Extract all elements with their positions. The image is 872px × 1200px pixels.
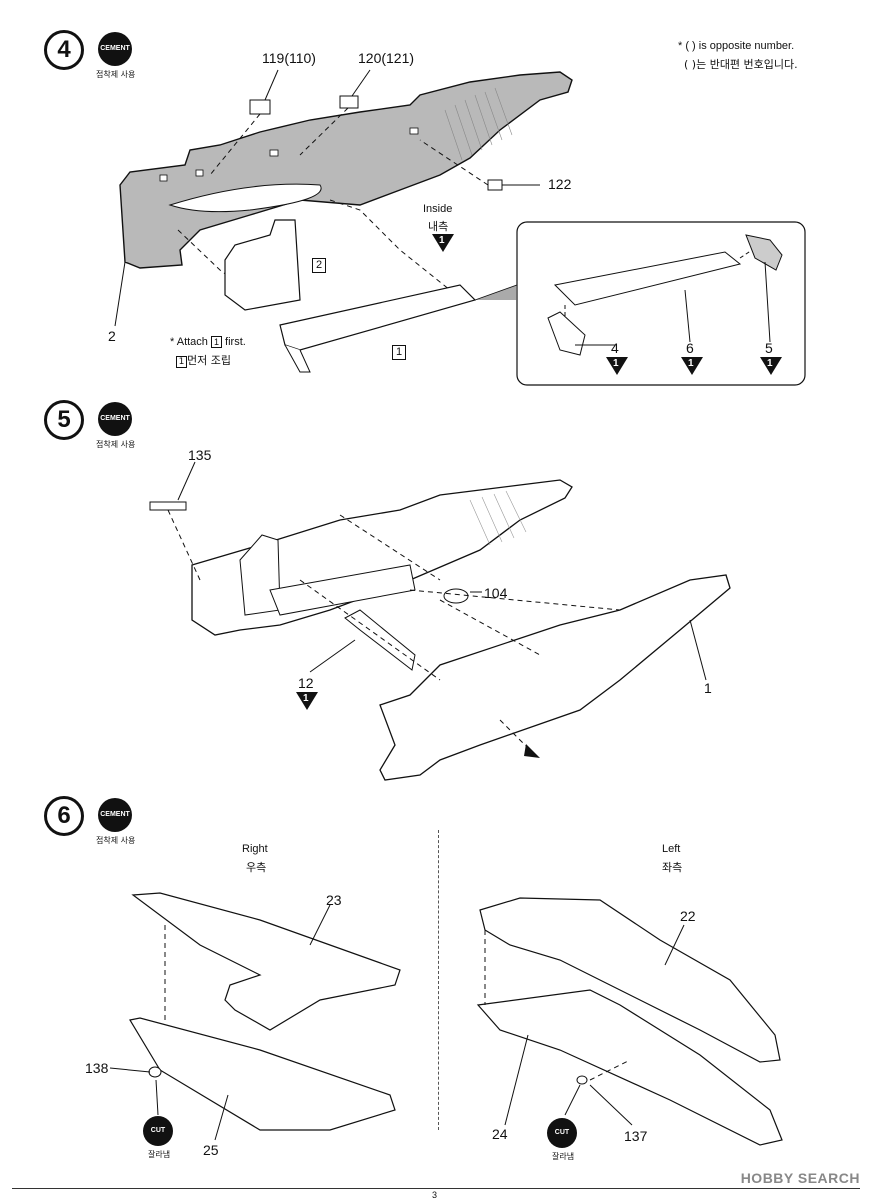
step-6-number: 6	[44, 796, 84, 836]
watermark-logo: HOBBY SEARCH	[740, 1170, 860, 1186]
part-label-120: 120(121)	[358, 50, 415, 66]
part-12	[344, 609, 416, 671]
inside-label-ko: 내측	[428, 220, 449, 233]
part-120	[339, 95, 359, 109]
part-label-119: 119(110)	[262, 50, 316, 66]
attach-note-en: * Attach 1 first.	[170, 336, 246, 348]
part-label-4: 4	[611, 340, 619, 356]
part-label-24: 24	[492, 1126, 508, 1142]
cut-icon: CUT	[547, 1118, 577, 1148]
part-label-1: 1	[704, 680, 712, 696]
part-label-25: 25	[203, 1142, 219, 1158]
part-label-22: 22	[680, 908, 696, 924]
part-122	[487, 179, 503, 191]
part-label-122: 122	[548, 176, 572, 192]
sub-assembly-1-box: 1	[392, 345, 406, 360]
footer-rule	[12, 1188, 860, 1189]
cockpit-interior	[224, 219, 301, 311]
part-label-23: 23	[326, 892, 342, 908]
cement-caption: 접착제 사용	[96, 836, 136, 845]
cut-caption: 잘라냄	[552, 1152, 575, 1161]
cement-caption: 접착제 사용	[96, 70, 136, 79]
part-label-12: 12	[298, 675, 314, 691]
part-138	[148, 1066, 162, 1078]
cement-icon: CEMENT	[98, 798, 132, 832]
right-label-en: Right	[242, 843, 268, 855]
fuselage-half-part-2	[119, 71, 573, 269]
part-5	[745, 234, 783, 271]
part-label-138: 138	[85, 1060, 109, 1076]
floor-part-1	[279, 284, 477, 351]
step-4-number: 4	[44, 30, 84, 70]
left-label-en: Left	[662, 843, 681, 855]
marker-1-a: 1	[606, 357, 628, 375]
cement-icon: CEMENT	[98, 402, 132, 436]
part-label-135: 135	[188, 447, 212, 463]
sub-assembly-2-marker: 2	[312, 258, 326, 273]
cut-icon: CUT	[143, 1116, 173, 1146]
cement-icon: CEMENT	[98, 32, 132, 66]
opposite-number-note-en: * ( ) is opposite number.	[678, 40, 795, 52]
page-number: 3	[432, 1190, 438, 1200]
left-label-ko: 좌측	[662, 861, 683, 874]
part-6	[553, 251, 742, 306]
right-label-ko: 우측	[246, 861, 267, 874]
marker-1-b: 1	[681, 357, 703, 375]
wing-part-25	[129, 1017, 396, 1131]
part-label-137: 137	[624, 1128, 648, 1144]
part-119	[249, 99, 271, 115]
marker-1-step5: 1	[296, 692, 318, 710]
marker-1-c: 1	[760, 357, 782, 375]
wing-part-23	[131, 892, 401, 1031]
cement-caption: 접착제 사용	[96, 440, 136, 449]
wing-part-24	[476, 989, 783, 1146]
part-label-5: 5	[765, 340, 773, 356]
inside-label-en: Inside	[423, 203, 453, 215]
sub-assembly-1-marker: 1	[432, 234, 454, 252]
part-label-104: 104	[484, 585, 508, 601]
opposite-number-note-ko: ( )는 반대편 번호입니다.	[684, 58, 798, 71]
wing-part-22	[479, 897, 781, 1063]
fuselage-half-part-1	[379, 574, 731, 781]
part-137	[576, 1075, 588, 1085]
left-right-divider	[438, 830, 439, 1130]
step-5-number: 5	[44, 400, 84, 440]
part-104	[443, 588, 469, 604]
part-135	[149, 501, 187, 511]
part-label-6: 6	[686, 340, 694, 356]
part-label-2: 2	[108, 328, 116, 344]
cut-caption: 잘라냄	[148, 1150, 171, 1159]
